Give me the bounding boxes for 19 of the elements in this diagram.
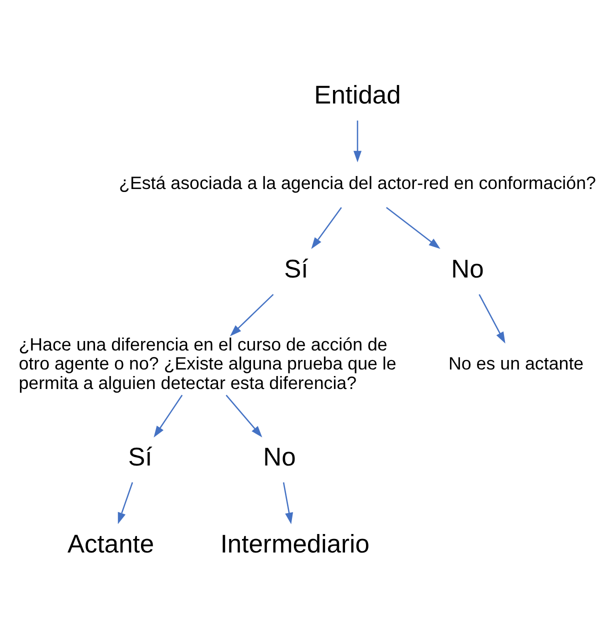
- node-text: Sí: [128, 442, 152, 471]
- arrow: [386, 206, 440, 248]
- arrow: [230, 293, 274, 336]
- node-text: No es un actante: [448, 353, 584, 374]
- node-text: No: [451, 254, 484, 283]
- node-text: ¿Hace una diferencia en el curso de acción de otro agente o no? ¿Existe alguna prueba que le permita a alguien detectar esta diferencia?: [18, 334, 396, 392]
- node-text: Entidad: [314, 81, 401, 110]
- node-text: ¿Está asociada a la agencia del actor-red en conformación?: [119, 172, 596, 192]
- arrow: [311, 206, 342, 248]
- node-text: Actante: [67, 530, 154, 558]
- arrow: [353, 120, 362, 162]
- arrow: [154, 394, 183, 437]
- arrow: [282, 482, 294, 524]
- node-text: Intermediario: [220, 530, 370, 558]
- arrow: [226, 394, 262, 437]
- arrow: [118, 482, 134, 524]
- node-text: Sí: [284, 254, 308, 283]
- node-text: No: [263, 442, 296, 471]
- arrow: [478, 294, 506, 343]
